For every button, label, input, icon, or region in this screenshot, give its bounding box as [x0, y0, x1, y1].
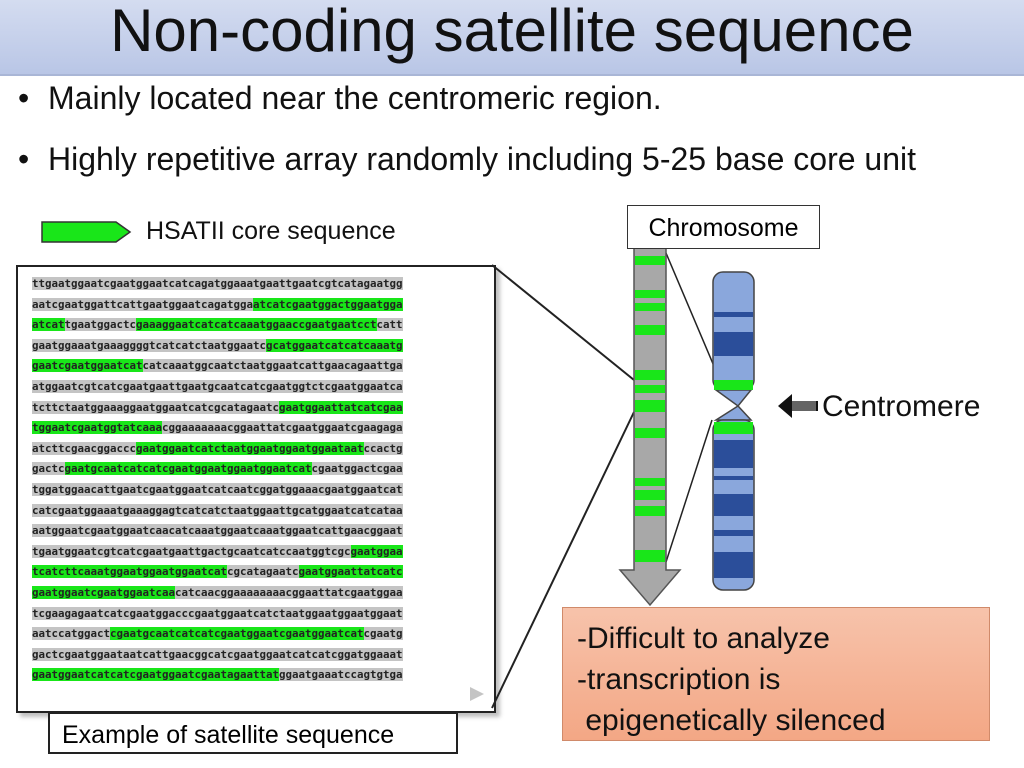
- hsatii-arrow-icon: [41, 221, 132, 243]
- sequence-lines: ttgaatggaatcgaatggaatcatcagatggaaatgaatt…: [32, 275, 403, 687]
- sequence-line: gaatggaaatgaaaggggtcatcatctaatggaatcgcat…: [32, 337, 403, 358]
- sequence-line: tgaatggaatcgtcatcgaatgaattgactgcaatcatcc…: [32, 543, 403, 564]
- hsatii-segment: gaatggaatcatcatcgaatggaatcgaatagaattat: [32, 668, 280, 682]
- sequence-line: aatggaatcgaatggaatcaacatcaaatggaatcaaatg…: [32, 522, 403, 543]
- hsatii-segment: gaatggaatcatctaatggaatggaatggaataat: [136, 441, 364, 455]
- sequence-segment: ggaatgaaatccagtgtga: [279, 668, 403, 682]
- bullet-1: • Mainly located near the centromeric reg…: [18, 80, 662, 117]
- sequence-caption: Example of satellite sequence: [48, 712, 458, 754]
- sequence-line: aatccatggactcgaatgcaatcatcatcgaatggaatcg…: [32, 625, 403, 646]
- hsatii-segment: gaatggaatcgaatggaatcaa: [32, 585, 176, 599]
- sequence-line: tggaatcgaatggtatcaaacggaaaaaaacggaattatc…: [32, 419, 403, 440]
- sequence-line: atggaatcgtcatcgaatgaattgaatgcaatcatcgaat…: [32, 378, 403, 399]
- bullet-text-2: Highly repetitive array randomly includi…: [48, 141, 916, 177]
- sequence-line: tcgaagagaatcatcgaatggacccgaatggaatcatcta…: [32, 605, 403, 626]
- sequence-segment: aatcgaatggattcattgaatggaatcagatgga: [32, 297, 254, 311]
- hsatii-segment: atcatcgaatggactggaatgga: [253, 297, 403, 311]
- sequence-segment: atcttcgaacggaccc: [32, 441, 137, 455]
- sequence-line: gaatggaatcgaatggaatcaacatcaacggaaaaaaaac…: [32, 584, 403, 605]
- centromere-arrow-icon: [778, 394, 818, 418]
- slide-title: Non-coding satellite sequence: [110, 0, 914, 64]
- sequence-segment: gaatggaaatgaaaggggtcatcatctaatggaatc: [32, 338, 267, 352]
- hsatii-segment: cgaatgcaatcatcatcgaatggaatcgaatggaatcat: [110, 627, 364, 641]
- sequence-segment: gactcgaatggaataatcattgaacggcatcgaatggaat…: [32, 647, 403, 661]
- sequence-line: ttgaatggaatcgaatggaatcatcagatggaaatgaatt…: [32, 275, 403, 296]
- sequence-line: atcattgaatggactcgaaaggaatcatcatcaaatggaa…: [32, 316, 403, 337]
- centromere-label: Centromere: [822, 390, 981, 423]
- chromosome-label: Chromosome: [627, 205, 820, 249]
- sequence-segment: tgaatggactc: [64, 318, 137, 332]
- sequence-segment: tcgaagagaatcatcgaatggacccgaatggaatcatcta…: [32, 606, 403, 620]
- hsatii-segment: gcatggaatcatcatcaaatg: [266, 338, 403, 352]
- bullet-marker: •: [18, 141, 30, 177]
- sequence-line: gactcgaatggaataatcattgaacggcatcgaatggaat…: [32, 646, 403, 667]
- sequence-line: gactcgaatgcaatcatcatcgaatggaatggaatggaat…: [32, 460, 403, 481]
- sequence-segment: tgaatggaatcgtcatcgaatgaattgactgcaatcatcc…: [32, 544, 351, 558]
- sequence-line: catcgaatggaaatgaaaggagtcatcatctaatggaatt…: [32, 502, 403, 523]
- chromosome-line-bottom: [665, 419, 713, 563]
- hsatii-segment: gaaaggaatcatcatcaaatggaaccgaatgaatcct: [136, 318, 377, 332]
- sequence-segment: ttgaatggaatcgaatggaatcatcagatggaaatgaatt…: [32, 277, 403, 290]
- sequence-segment: tcttctaatggaaaggaatggaatcatcgcatagaatc: [32, 400, 280, 414]
- hsatii-segment: gaatggaattatcatcgaa: [279, 400, 403, 414]
- sequence-segment: atggaatcgtcatcgaatgaattgaatgcaatcatcgaat…: [32, 379, 403, 393]
- title-bar: Non-coding satellite sequence: [0, 0, 1024, 76]
- sequence-line: tcttctaatggaaaggaatggaatcatcgcatagaatcga…: [32, 399, 403, 420]
- hsatii-segment: atcat: [32, 318, 65, 332]
- sequence-line: tcatcttcaaatggaatggaatggaatcatcgcatagaat…: [32, 563, 403, 584]
- sequence-segment: catt: [376, 318, 403, 332]
- sequence-segment: cgcatagaatc: [227, 565, 299, 579]
- hsatii-segment: gaatgcaatcatcatcgaatggaatggaatggaatcat: [64, 462, 312, 476]
- hsatii-segment: tggaatcgaatggtatcaaa: [32, 421, 163, 435]
- bullet-marker: •: [18, 80, 30, 116]
- note-box: -Difficult to analyze -transcription is …: [562, 607, 990, 741]
- sequence-segment: catcgaatggaaatgaaaggagtcatcatctaatggaatt…: [32, 503, 403, 517]
- bullet-text-1: Mainly located near the centromeric regi…: [48, 80, 662, 116]
- sequence-segment: cgaatggactcgaa: [311, 462, 403, 476]
- note-line-3: epigenetically silenced: [577, 704, 886, 737]
- sequence-line: atcttcgaacggacccgaatggaatcatctaatggaatgg…: [32, 440, 403, 461]
- hsatii-segment: gaatcgaatggaatcat: [32, 359, 143, 373]
- note-line-2: -transcription is: [577, 663, 781, 696]
- hsatii-segment: gaatggaattatcatc: [298, 565, 403, 579]
- sequence-segment: ccactg: [363, 441, 403, 455]
- sequence-segment: tggatggaacattgaatcgaatggaatcatcaatcggatg…: [32, 482, 403, 496]
- sequence-box: ttgaatggaatcgaatggaatcatcagatggaaatgaatt…: [16, 265, 496, 713]
- sequence-segment: aatggaatcgaatggaatcaacatcaaatggaatcaaatg…: [32, 524, 403, 538]
- sequence-line: aatcgaatggattcattgaatggaatcagatggaatcatc…: [32, 296, 403, 317]
- sequence-segment: cggaaaaaaacggaattatcgaatggaatcgaagaga: [162, 421, 403, 435]
- legend-label: HSATII core sequence: [146, 217, 396, 245]
- sequence-segment: catcaaatggcaatctaatggaatcattgaacagaattga: [142, 359, 403, 373]
- bullet-2: • Highly repetitive array randomly includ…: [18, 141, 916, 178]
- zoom-line-top: [491, 264, 635, 381]
- chromosome-icon: [712, 271, 755, 591]
- sequence-segment: catcaacggaaaaaaaacggaattatcgaatggaa: [175, 585, 403, 599]
- hsatii-segment: gaatggaa: [350, 544, 403, 558]
- hsatii-segment: tcatcttcaaatggaatggaatggaatcat: [32, 565, 228, 579]
- note-line-1: -Difficult to analyze: [577, 622, 830, 655]
- sequence-line: gaatggaatcatcatcgaatggaatcgaatagaattatgg…: [32, 666, 403, 687]
- sequence-line: gaatcgaatggaatcatcatcaaatggcaatctaatggaa…: [32, 357, 403, 378]
- sequence-end-arrow-icon: [470, 687, 484, 701]
- sequence-line: tggatggaacattgaatcgaatggaatcatcaatcggatg…: [32, 481, 403, 502]
- sequence-segment: cgaatg: [363, 627, 403, 641]
- sequence-segment: gactc: [32, 462, 65, 476]
- sequence-segment: aatccatggact: [32, 627, 111, 641]
- zoom-line-bottom: [491, 411, 635, 709]
- satellite-bar-arrow: [618, 247, 682, 607]
